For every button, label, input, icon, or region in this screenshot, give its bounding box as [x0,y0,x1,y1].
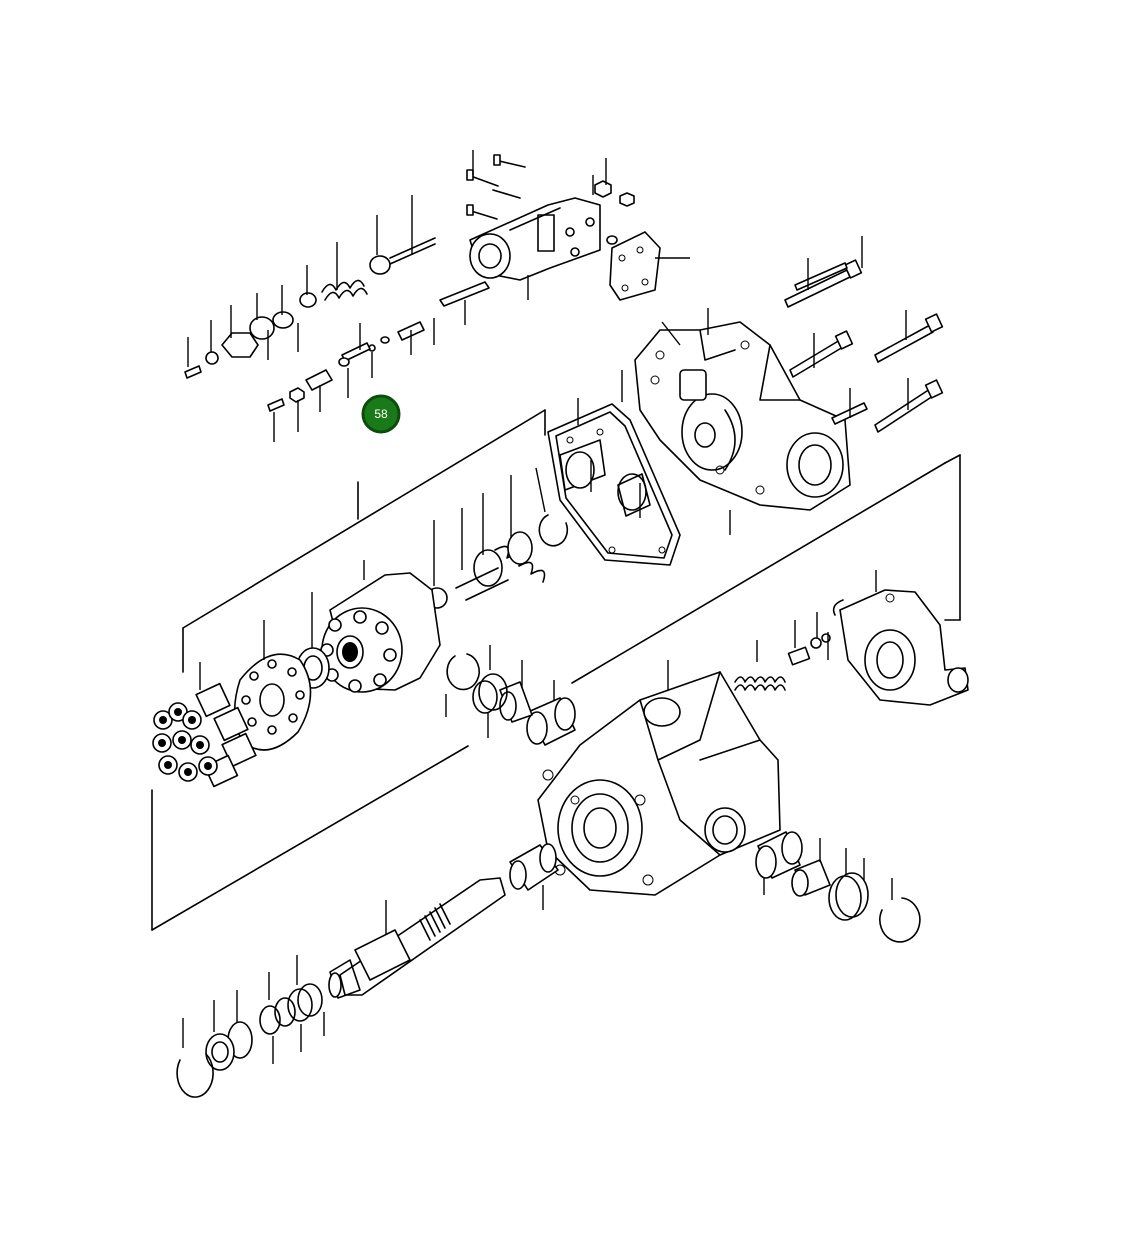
cylinder-barrel [320,560,441,693]
valve-nuts [594,180,635,245]
valve-callouts [187,150,607,442]
pump-housing [537,660,781,896]
needle-bearing-right [755,831,803,895]
bushing-right [791,838,831,897]
drive-shaft [328,877,506,999]
bushing-left [499,660,533,723]
shaft-bearing [509,843,559,910]
cylinder-spring-set [426,475,546,609]
valve-gasket [609,231,690,301]
port-plate [547,398,681,566]
hotspot-number: 58 [374,407,388,421]
needle-bearing-left [526,680,576,746]
retaining-ring-upper [535,467,569,547]
rotating-group-bracket [151,409,546,931]
retaining-ring-right [879,878,921,943]
relief-spring-set [734,612,831,691]
rear-cover-housing [634,321,851,511]
seal-rings-right [828,848,869,921]
valve-bolts [466,154,526,220]
rotating-group [151,409,569,931]
swash-cover [832,570,969,706]
piston-shoe-assembly [152,662,257,788]
valve-housing [469,197,601,281]
part-hotspot-58[interactable]: 58 [361,394,401,434]
seal-rings-left [472,645,508,738]
rear-cover-group [547,236,944,566]
rear-cover-callouts [621,236,909,535]
retaining-ring-mid [445,653,480,717]
drive-shaft-group [176,843,559,1098]
control-valve-group [184,150,690,442]
retainer-plate [233,620,312,751]
shaft-seals [176,955,325,1098]
pump-housing-group [445,454,969,943]
rear-bracket [571,454,961,684]
valve-spool-row-upper [184,237,436,379]
